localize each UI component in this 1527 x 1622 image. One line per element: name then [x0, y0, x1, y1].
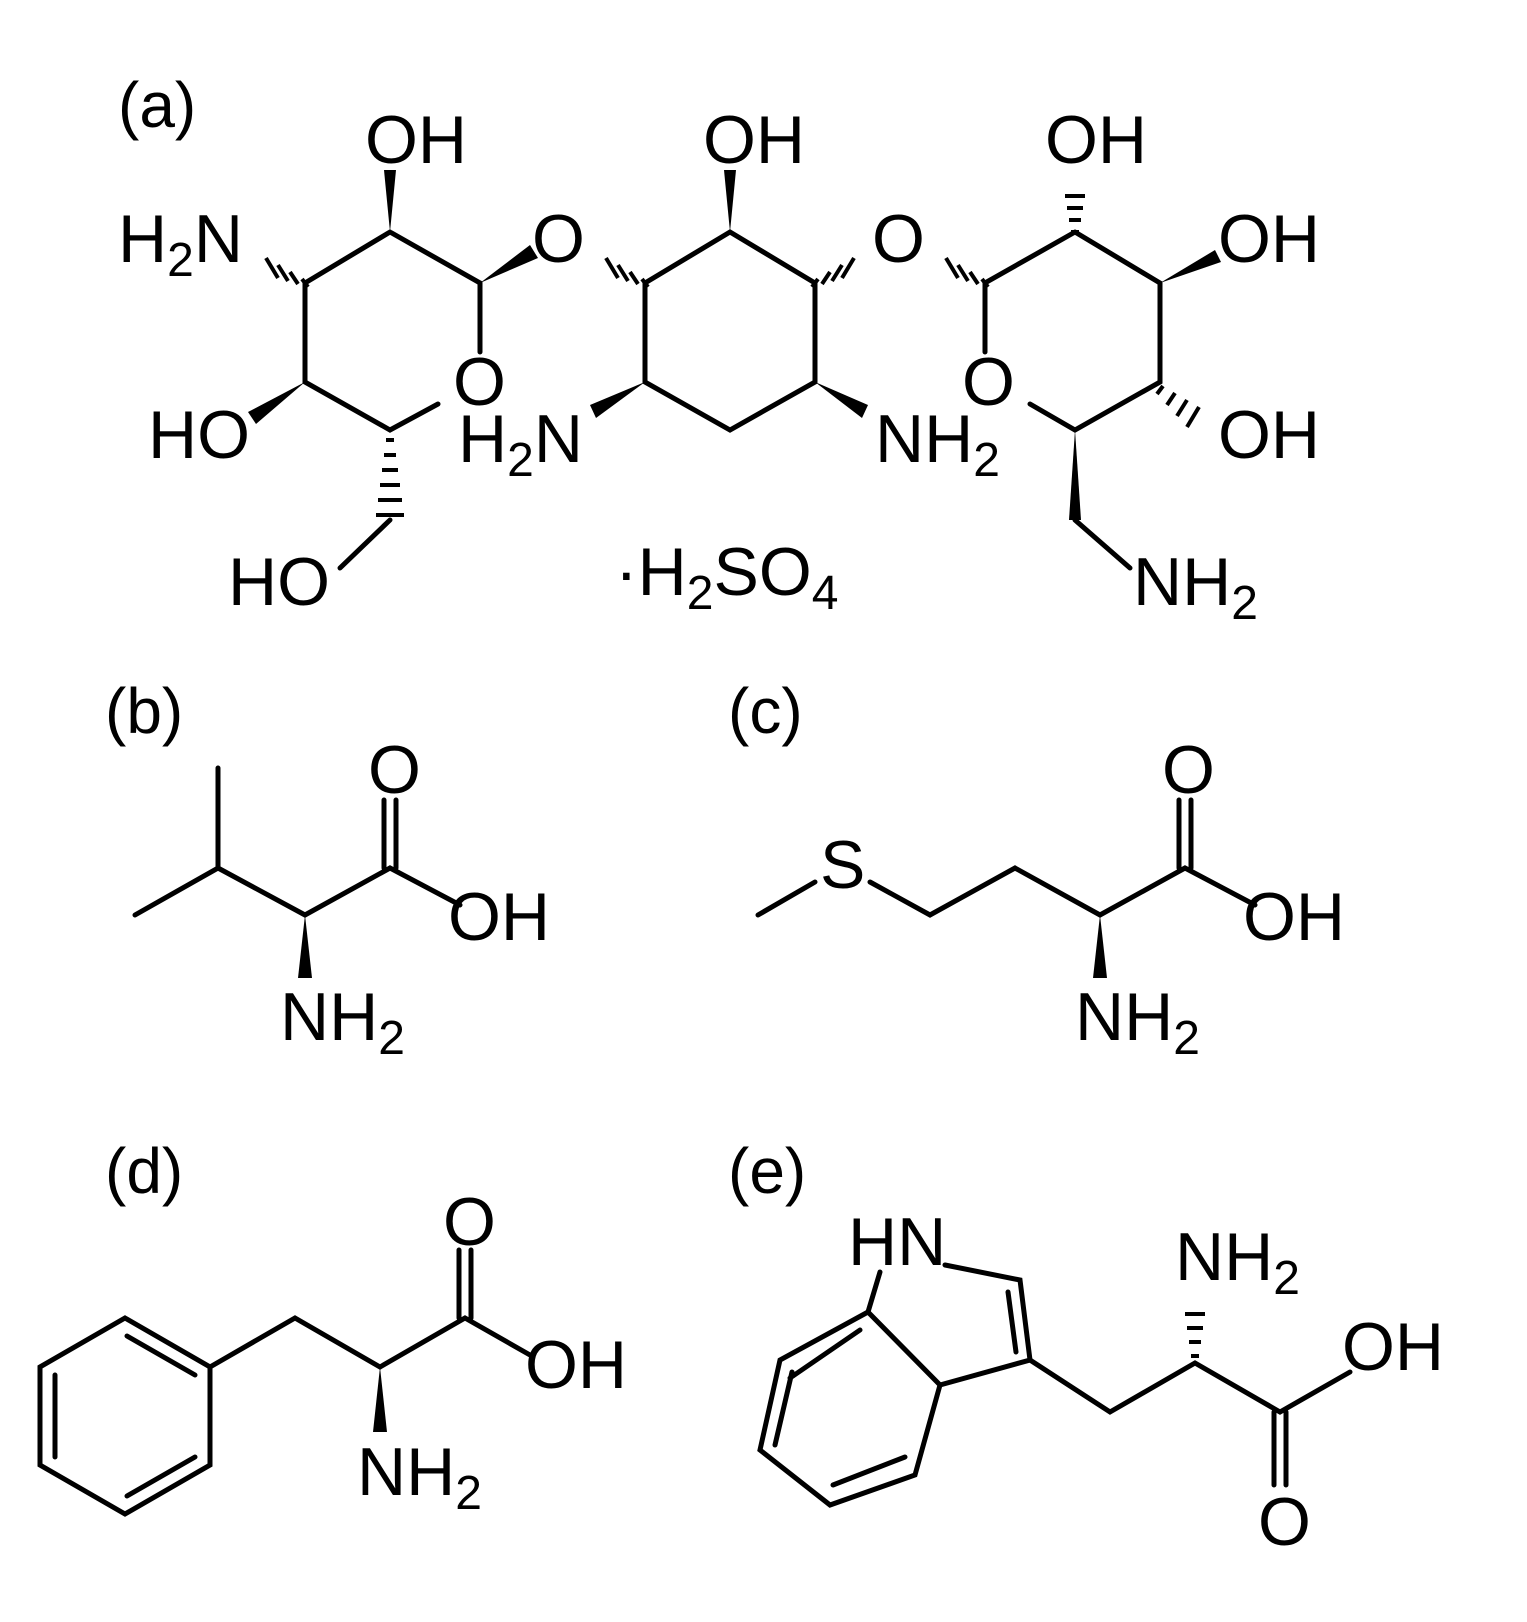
hashed-bond: [264, 256, 310, 289]
atom-nh2: NH2: [1175, 1219, 1300, 1305]
subscript: 2: [507, 434, 534, 487]
wedge-bond: [384, 170, 396, 232]
subscript: 2: [1231, 577, 1258, 630]
skeleton-e: [1027, 1357, 1353, 1415]
atom-oh: OH: [1218, 201, 1320, 277]
hashed-bond: [604, 256, 650, 289]
atom-oh: OH: [525, 1327, 627, 1403]
carbonyl-bond: [456, 1247, 474, 1321]
atom-nh: NH: [875, 401, 973, 477]
wedge-bond: [815, 382, 868, 418]
atom-o-ring: O: [962, 344, 1015, 420]
structure-c: S O OH NH2: [755, 732, 1345, 1065]
hashed-bond: [1185, 1312, 1205, 1358]
subscript: 2: [167, 234, 194, 287]
atom-h: H: [118, 201, 167, 277]
bond: [1072, 517, 1133, 571]
atom-o: O: [1258, 1484, 1311, 1560]
subscript: 2: [455, 1467, 482, 1520]
atom-oh: OH: [1218, 397, 1320, 473]
atom-oh: OH: [1045, 102, 1147, 178]
atom-nh2: NH2: [1133, 544, 1258, 630]
atom-n: N: [194, 201, 243, 277]
atom-hn: HN: [848, 1204, 946, 1280]
atom-s: S: [820, 827, 865, 903]
atom-so: SO: [713, 534, 811, 610]
wedge-bond: [1069, 430, 1081, 520]
subscript: 2: [378, 1012, 405, 1065]
atom-nh2: NH2: [357, 1434, 482, 1520]
atom-nh2: NH2: [875, 401, 1000, 487]
atom-nh: NH: [280, 979, 378, 1055]
atom-nh: NH: [1075, 979, 1173, 1055]
atom-oh: OH: [365, 102, 467, 178]
aromatic-bonds: [52, 1333, 198, 1499]
atom-oh: OH: [1243, 879, 1345, 955]
wedge-bond: [590, 382, 645, 418]
wedge-bond: [480, 245, 538, 283]
hashed-bond: [944, 256, 990, 289]
salt-h2so4: ·H2SO4: [615, 534, 838, 620]
subscript: 2: [1273, 1252, 1300, 1305]
structure-b: O OH NH2: [132, 732, 550, 1065]
aromatic-bonds: [772, 1327, 908, 1488]
skeleton-d: [207, 1315, 533, 1370]
ring-a-center: [642, 229, 818, 433]
carbonyl-bond: [1271, 1409, 1289, 1488]
pyrrole-double-bond: [1005, 1289, 1019, 1355]
atom-nh2: NH2: [280, 979, 405, 1065]
wedge-bond: [724, 170, 736, 232]
carbonyl-bond: [1176, 797, 1194, 871]
atom-h2n: H2N: [118, 201, 243, 287]
subscript: 4: [812, 567, 839, 620]
skeleton-b: [132, 765, 463, 918]
atom-n: N: [534, 401, 583, 477]
panel-label-e: (e): [728, 1135, 806, 1207]
wedge-bond: [248, 382, 305, 424]
atom-o-ring: O: [453, 344, 506, 420]
panel-label-b: (b): [105, 675, 183, 747]
atom-oh: OH: [703, 102, 805, 178]
atom-o: O: [368, 732, 421, 808]
subscript: 2: [1173, 1012, 1200, 1065]
atom-nh: NH: [357, 1434, 455, 1510]
skeleton-c: [755, 865, 1258, 918]
wedge-bond: [373, 1367, 387, 1432]
hashed-bond: [1155, 384, 1201, 429]
atom-nh: NH: [1175, 1219, 1273, 1295]
atom-o-link: O: [532, 201, 585, 277]
wedge-bond: [1160, 250, 1221, 283]
panel-label-d: (d): [105, 1135, 183, 1207]
atom-oh: OH: [1342, 1309, 1444, 1385]
atom-o: O: [443, 1184, 496, 1260]
atom-o-link: O: [872, 201, 925, 277]
wedge-bond: [1093, 915, 1107, 978]
atom-nh2: NH2: [1075, 979, 1200, 1065]
wedge-bond: [298, 915, 312, 978]
salt-prefix: ·H: [615, 534, 687, 610]
structure-d: O OH NH2: [37, 1184, 627, 1520]
panel-label-c: (c): [728, 675, 803, 747]
hashed-bond: [376, 438, 404, 517]
atom-o: O: [1162, 732, 1215, 808]
hashed-bond: [1065, 194, 1085, 234]
carbonyl-bond: [381, 797, 399, 871]
atom-nh: NH: [1133, 544, 1231, 620]
benzene-ring: [37, 1315, 213, 1517]
atom-ho: HO: [148, 397, 250, 473]
pyrrole-ring: [865, 1262, 1033, 1388]
structure-e: HN NH2 OH O: [757, 1204, 1444, 1560]
atom-h2n: H2N: [458, 401, 583, 487]
bond: [337, 517, 393, 571]
atom-oh: OH: [448, 879, 550, 955]
atom-ho: HO: [228, 544, 330, 620]
hashed-bond: [810, 256, 856, 289]
subscript: 2: [973, 434, 1000, 487]
subscript: 2: [687, 567, 714, 620]
structure-a: OH OH OH H2N O O OH O O HO H2N NH2 OH HO…: [118, 102, 1320, 630]
atom-h: H: [458, 401, 507, 477]
panel-label-a: (a): [118, 69, 196, 141]
